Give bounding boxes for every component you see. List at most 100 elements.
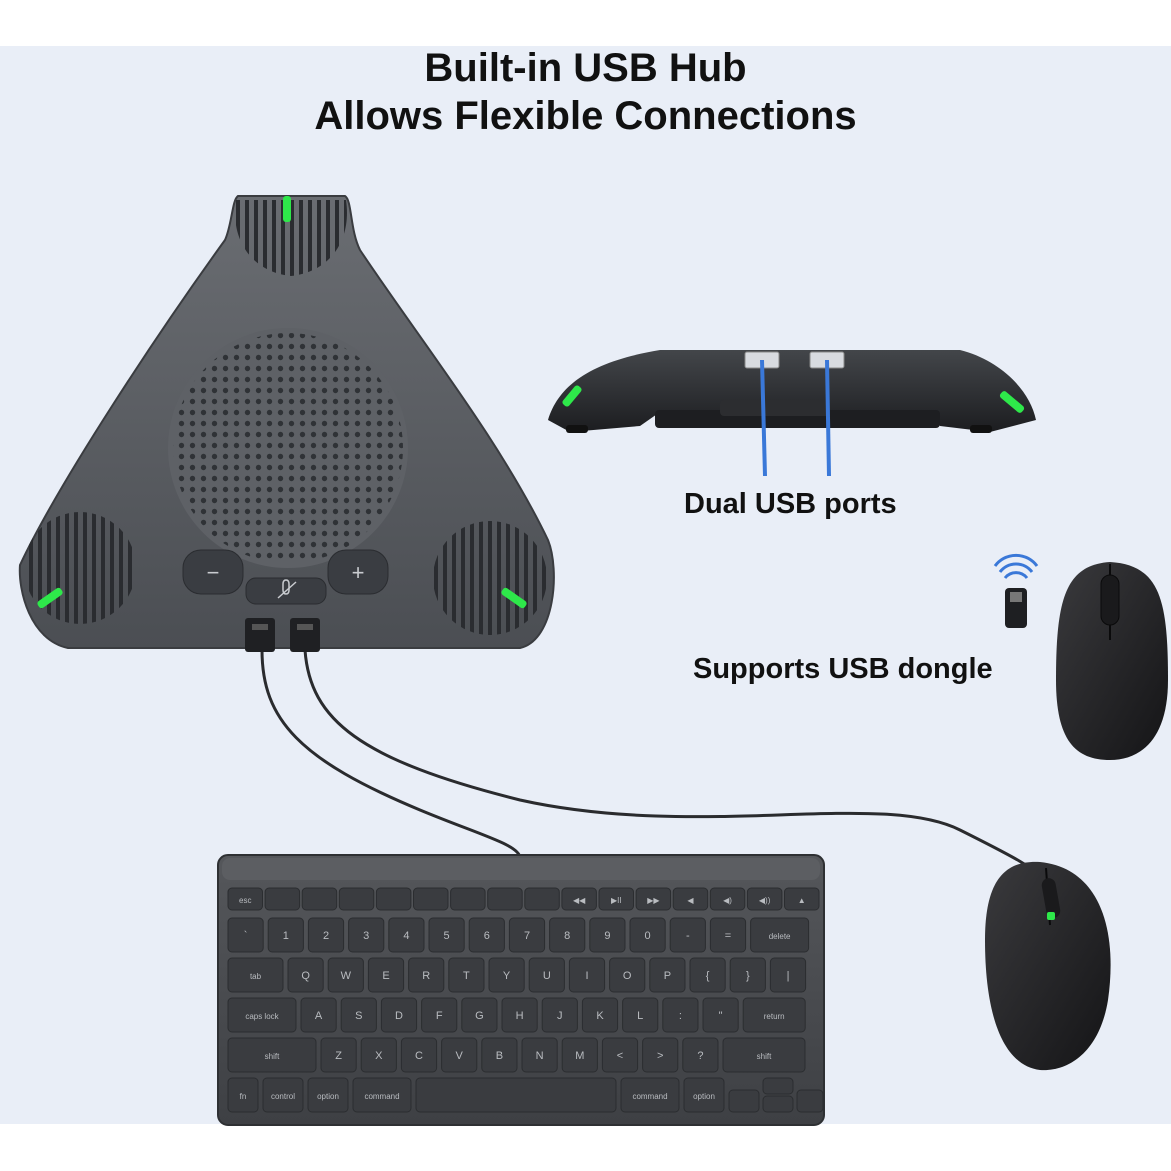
keyboard-key [227, 997, 297, 1033]
keyboard-key [702, 997, 739, 1033]
keyboard-key [620, 1077, 680, 1113]
keyboard-key-label: ? [697, 1050, 703, 1062]
keyboard-key-label: E [382, 970, 389, 982]
keyboard-key-label: M [575, 1050, 584, 1062]
volume-down-button[interactable]: − [182, 549, 244, 595]
keyboard-key [508, 917, 546, 953]
keyboard-key [635, 887, 672, 911]
keyboard-key [589, 917, 626, 953]
keyboard-key-label: J [557, 1010, 563, 1022]
keyboard-key-label: ◀)) [759, 896, 771, 905]
keyboard-key [481, 1037, 518, 1073]
keyboard-key [227, 1037, 317, 1073]
keyboard-key-label: > [657, 1050, 663, 1062]
keyboard-key [320, 1037, 357, 1073]
keyboard-key [227, 917, 264, 953]
keyboard-key-label: ◀ [687, 896, 694, 905]
usb-pointer-line-1 [760, 359, 767, 477]
keyboard-key [300, 997, 337, 1033]
keyboard-key [581, 997, 619, 1033]
keyboard-key [722, 1037, 806, 1073]
keyboard-key [400, 1037, 438, 1073]
keyboard-key-label: Y [503, 970, 511, 982]
keyboard-key [367, 957, 405, 993]
side-led-left [562, 385, 582, 407]
keyboard-key [264, 887, 301, 911]
keyboard-key [450, 887, 486, 911]
keyboard-key [709, 887, 746, 911]
keyboard-key-label: Q [301, 970, 310, 982]
usb-dongle-label: Supports USB dongle [693, 653, 993, 685]
keyboard-key-label: D [395, 1010, 403, 1022]
keyboard-key-label: G [475, 1010, 484, 1022]
keyboard-key [742, 997, 806, 1033]
keyboard-key [709, 917, 747, 953]
wired-mouse [985, 861, 1111, 1071]
keyboard-key-label: X [375, 1050, 383, 1062]
keyboard-key-label: U [543, 970, 551, 982]
led-top [283, 196, 291, 222]
usb-plug-right [290, 618, 320, 652]
led-left [37, 587, 63, 609]
volume-up-button[interactable]: + [327, 549, 389, 595]
keyboard-key [338, 887, 375, 911]
keyboard-key [267, 917, 304, 953]
keyboard-key-label: P [664, 970, 671, 982]
keyboard-key [448, 957, 485, 993]
keyboard-key-label: 2 [323, 930, 329, 942]
keyboard-key-label: F [436, 1010, 443, 1022]
keyboard-key-label: ▶II [611, 896, 622, 905]
mute-button[interactable] [245, 577, 327, 605]
keyboard-key [750, 917, 810, 953]
keyboard-key [762, 1077, 794, 1095]
keyboard-key-label: option [693, 1092, 715, 1101]
heading-line-1: Built-in USB Hub [424, 46, 747, 90]
keyboard-key [524, 887, 560, 911]
keyboard-key [541, 997, 578, 1033]
keyboard-key-label: W [341, 970, 352, 982]
speakerphone-top-view: − + [18, 195, 555, 652]
keyboard-key-label: ` [244, 930, 248, 942]
keyboard-key [629, 917, 666, 953]
keyboard-key-label: 5 [444, 930, 450, 942]
keyboard-key-label: H [516, 1010, 524, 1022]
top-grille [235, 200, 347, 276]
keyboard-key-label: return [764, 1012, 785, 1021]
keyboard-key-label: V [456, 1050, 464, 1062]
keyboard-key [672, 887, 709, 911]
keyboard-key [461, 997, 498, 1033]
keyboard-key-label: Z [335, 1050, 342, 1062]
usb-pointer-line-2 [825, 359, 831, 477]
keyboard-key [487, 887, 523, 911]
usb-dongle [993, 553, 1039, 628]
keyboard-key [598, 887, 634, 911]
wireless-icon [1003, 571, 1029, 580]
keyboard-key-label: 7 [524, 930, 530, 942]
keyboard-key [380, 997, 418, 1033]
keyboard-key-label: 4 [403, 930, 409, 942]
keyboard-key [421, 997, 458, 1033]
keyboard-key [468, 917, 505, 953]
keyboard-key-label: option [317, 1092, 339, 1101]
keyboard-key [769, 957, 807, 993]
keyboard-key [622, 997, 659, 1033]
keyboard-key-label: command [632, 1092, 667, 1101]
keyboard-key [408, 957, 445, 993]
keyboard-key-label: L [637, 1010, 643, 1022]
keyboard-key [227, 887, 263, 911]
keyboard-key-label: T [463, 970, 470, 982]
keyboard-key-label: N [536, 1050, 544, 1062]
keyboard-key [441, 1037, 478, 1073]
keyboard-key [307, 917, 345, 953]
keyboard-key [549, 917, 586, 953]
keyboard-key-label: 6 [484, 930, 490, 942]
usb-cables [260, 649, 1050, 886]
keyboard-key [415, 1077, 617, 1113]
keyboard-key-label: fn [240, 1092, 247, 1101]
keyboard-key [729, 957, 766, 993]
keyboard-key-label: shift [757, 1052, 772, 1061]
keyboard-key [262, 1077, 304, 1113]
keyboard-key [683, 1077, 725, 1113]
keyboard-key [307, 1077, 349, 1113]
keyboard-key-label: - [686, 930, 690, 942]
